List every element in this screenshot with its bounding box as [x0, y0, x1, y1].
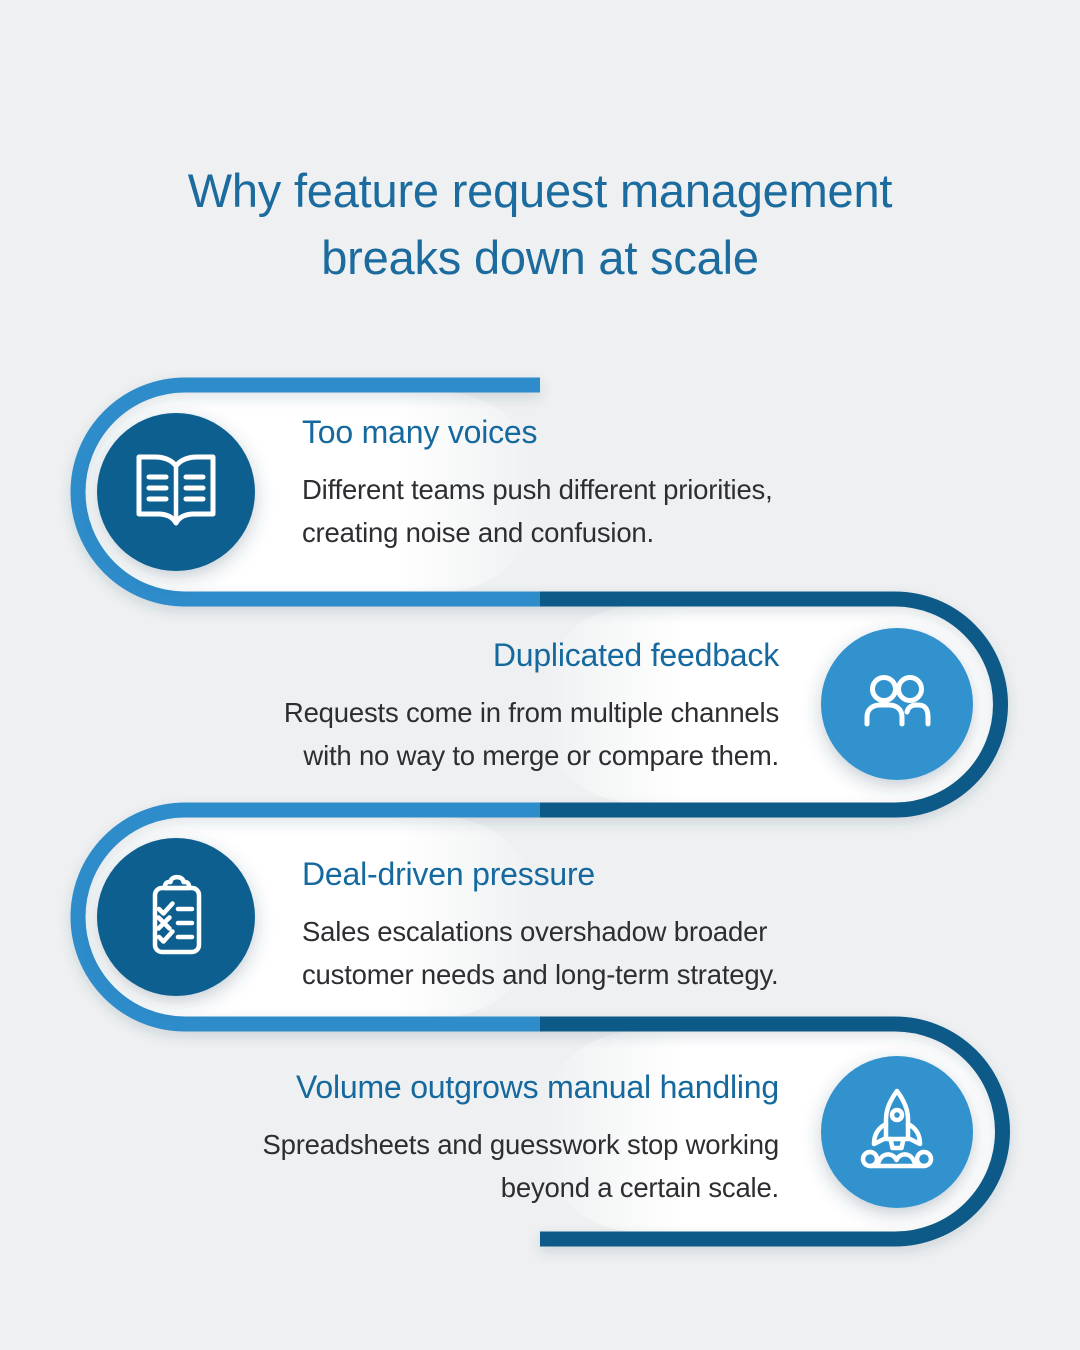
- users-icon: [864, 675, 931, 727]
- section-body-line: creating noise and confusion.: [302, 517, 654, 549]
- flow-segment-2: [540, 591, 1008, 818]
- icon-badge-circle-2: [821, 628, 973, 780]
- section-too-many-voices: Too many voices Different teams push dif…: [302, 414, 773, 555]
- flow-segment-4: [540, 1016, 1010, 1247]
- rocket-launch-icon: [860, 1088, 934, 1169]
- section-heading: Duplicated feedback: [492, 637, 779, 673]
- section-body-line: Spreadsheets and guesswork stop working: [262, 1129, 779, 1160]
- flow-segment-1: [70, 377, 540, 607]
- section-heading: Volume outgrows manual handling: [295, 1069, 779, 1105]
- flow-segment-3: [70, 802, 540, 1032]
- section-duplicated-feedback: Duplicated feedback Requests come in fro…: [284, 637, 779, 778]
- flow-connectors: [70, 377, 1010, 1247]
- page-title-line-1: Why feature request management: [187, 164, 893, 217]
- section-body-line: Different teams push different prioritie…: [302, 474, 773, 505]
- section-body-line: Requests come in from multiple channels: [283, 697, 779, 728]
- page-title: Why feature request management breaks dow…: [0, 158, 1080, 291]
- section-deal-driven-pressure: Deal-driven pressure Sales escalations o…: [302, 856, 779, 997]
- section-heading: Too many voices: [302, 414, 538, 450]
- section-body-line: beyond a certain scale.: [500, 1172, 779, 1204]
- section-body-line: Sales escalations overshadow broader: [302, 916, 768, 947]
- section-volume-outgrows-manual-handling: Volume outgrows manual handling Spreadsh…: [262, 1069, 779, 1210]
- page-title-line-2: breaks down at scale: [321, 230, 759, 284]
- clipboard-checklist-icon: [152, 874, 202, 955]
- section-body-line: customer needs and long-term strategy.: [302, 959, 779, 991]
- section-body-line: with no way to merge or compare them.: [303, 740, 779, 772]
- section-heading: Deal-driven pressure: [302, 856, 596, 892]
- icon-badge-circle-4: [821, 1056, 973, 1208]
- icon-badges: [97, 413, 973, 1208]
- icon-badge-circle-3: [97, 838, 255, 996]
- open-book-icon: [136, 454, 216, 526]
